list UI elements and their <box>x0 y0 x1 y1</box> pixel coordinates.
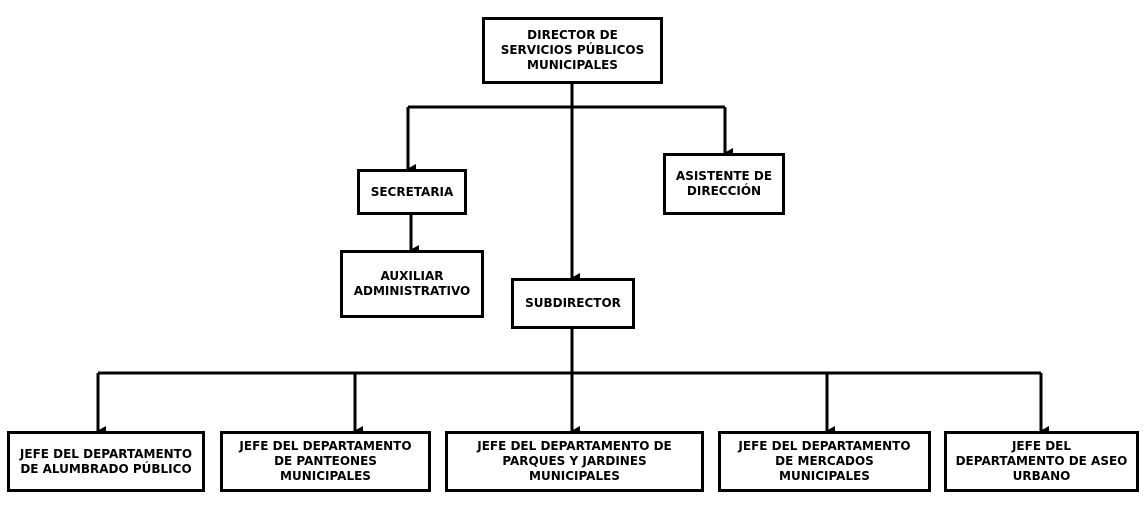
dept-alumbrado-box: JEFE DEL DEPARTAMENTO DE ALUMBRADO PÚBLI… <box>7 431 205 492</box>
dept-parques-box: JEFE DEL DEPARTAMENTO DE PARQUES Y JARDI… <box>445 431 704 492</box>
dept-panteones-label: JEFE DEL DEPARTAMENTO DE PANTEONES MUNIC… <box>239 439 412 483</box>
dept-panteones-box: JEFE DEL DEPARTAMENTO DE PANTEONES MUNIC… <box>220 431 431 492</box>
director-label: DIRECTOR DE SERVICIOS PÚBLICOS MUNICIPAL… <box>500 28 645 72</box>
subdirector-box: SUBDIRECTOR <box>511 278 635 329</box>
auxiliar-box: AUXILIAR ADMINISTRATIVO <box>340 250 484 318</box>
dept-aseo-box: JEFE DEL DEPARTAMENTO DE ASEO URBANO <box>944 431 1139 492</box>
dept-alumbrado-label: JEFE DEL DEPARTAMENTO DE ALUMBRADO PÚBLI… <box>19 446 193 476</box>
secretaria-label: SECRETARIA <box>370 184 454 199</box>
dept-aseo-label: JEFE DEL DEPARTAMENTO DE ASEO URBANO <box>955 439 1128 483</box>
dept-mercados-label: JEFE DEL DEPARTAMENTO DE MERCADOS MUNICI… <box>738 439 911 483</box>
director-box: DIRECTOR DE SERVICIOS PÚBLICOS MUNICIPAL… <box>482 17 663 84</box>
asistente-box: ASISTENTE DE DIRECCIÓN <box>663 153 785 215</box>
dept-mercados-box: JEFE DEL DEPARTAMENTO DE MERCADOS MUNICI… <box>718 431 931 492</box>
dept-parques-label: JEFE DEL DEPARTAMENTO DE PARQUES Y JARDI… <box>477 439 672 483</box>
asistente-label: ASISTENTE DE DIRECCIÓN <box>675 169 773 198</box>
secretaria-box: SECRETARIA <box>357 169 467 215</box>
auxiliar-label: AUXILIAR ADMINISTRATIVO <box>353 269 471 298</box>
subdirector-label: SUBDIRECTOR <box>525 296 621 310</box>
